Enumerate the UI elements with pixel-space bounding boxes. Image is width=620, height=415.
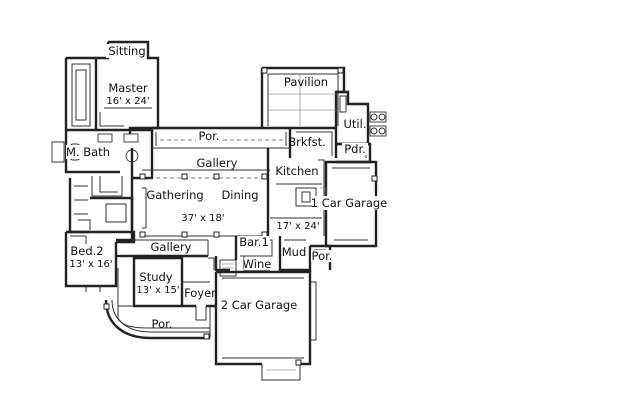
label-mud: Mud: [282, 245, 307, 259]
label-gallery-top: Gallery: [197, 156, 238, 170]
label-porch-front: Por.: [152, 317, 173, 331]
garage1-walls: [320, 160, 378, 248]
front-porch: [103, 299, 211, 340]
label-porch-mud: Por.: [312, 249, 333, 263]
label-foyer: Foyer: [184, 286, 216, 300]
bed2-walls: [64, 230, 136, 292]
label-study: Study: [139, 270, 172, 284]
label-garage1-dim: 17' x 24': [276, 221, 319, 232]
label-gathering-dim: 37' x 18': [181, 213, 224, 224]
label-wine: Wine: [243, 257, 272, 271]
garage2-walls: [214, 270, 317, 381]
label-dining: Dining: [221, 188, 258, 202]
closet-walls: [68, 178, 134, 234]
master-bath-walls: [51, 128, 154, 197]
label-sitting: Sitting: [108, 44, 145, 58]
label-util: Util.: [344, 117, 367, 131]
label-study-dim: 13' x 15': [136, 285, 179, 296]
foyer-walls: [182, 256, 237, 321]
room-labels: Sitting Master 16' x 24' Pavilion Util. …: [66, 44, 387, 331]
label-porch-top: Por.: [199, 129, 220, 143]
label-gallery-bottom: Gallery: [151, 240, 192, 254]
label-kitchen: Kitchen: [275, 164, 318, 178]
label-m-bath: M. Bath: [66, 145, 110, 159]
label-pdr: Pdr.: [344, 142, 366, 156]
label-bed2-dim: 13' x 16': [69, 259, 112, 270]
label-garage2: 2 Car Garage: [221, 298, 298, 312]
label-master-dim: 16' x 24': [106, 96, 149, 107]
gallery-bottom-walls: [116, 239, 209, 258]
label-bar: Bar.1: [239, 235, 269, 249]
label-bed2: Bed.2: [70, 244, 103, 258]
label-garage1: 1 Car Garage: [311, 196, 388, 210]
label-brkfst: Brkfst.: [288, 135, 325, 149]
main-living-walls: [116, 148, 270, 242]
kitchen-walls: [270, 128, 325, 236]
label-gathering: Gathering: [146, 188, 203, 202]
label-pavilion: Pavilion: [284, 75, 328, 89]
label-master: Master: [108, 81, 148, 95]
